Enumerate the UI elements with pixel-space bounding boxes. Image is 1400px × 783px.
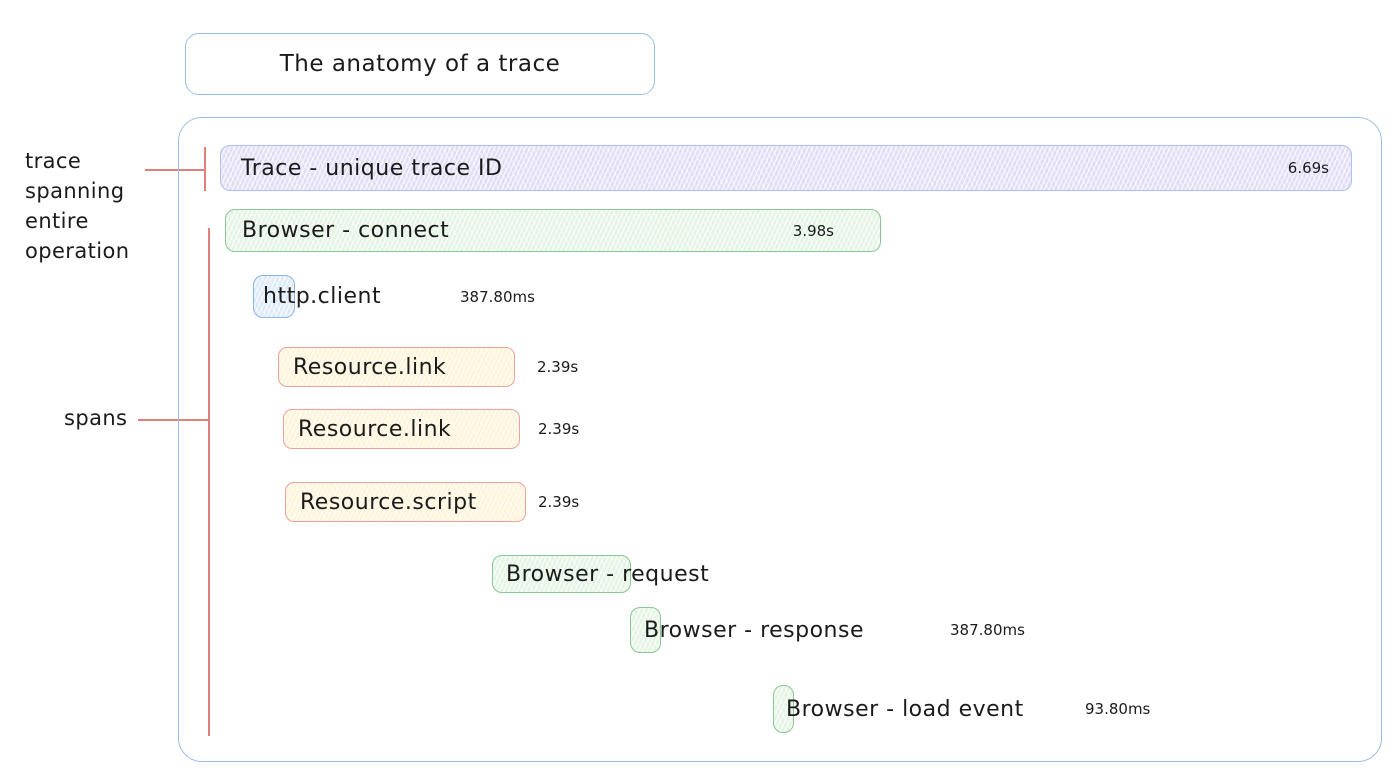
span-duration: 2.39s — [537, 358, 579, 376]
span-duration: 2.39s — [538, 493, 580, 511]
spans-pointer-line — [138, 419, 210, 421]
span-name: Browser - response — [644, 617, 864, 643]
span-duration: 387.80ms — [460, 287, 535, 306]
browser-connect-span-bar: Browser - connect 3.98s — [225, 209, 881, 252]
span-name: Resource.link — [293, 354, 447, 380]
span-name: Resource.script — [300, 489, 477, 515]
http-client-span-bar — [253, 275, 295, 318]
span-name: Trace - unique trace ID — [241, 155, 503, 181]
resource-link-span-bar: Resource.link — [283, 409, 520, 449]
span-duration: 93.80ms — [1085, 700, 1151, 718]
browser-response-span-bar — [630, 607, 661, 653]
span-duration: 387.80ms — [950, 621, 1025, 639]
spans-bracket-line — [208, 228, 210, 736]
span-duration: 3.98s — [792, 221, 834, 240]
span-name: http.client — [263, 284, 382, 309]
trace-outer-container — [178, 117, 1382, 762]
browser-request-span-bar — [492, 555, 631, 593]
span-duration: 2.39s — [538, 420, 580, 438]
span-name: Browser - load event — [786, 696, 1024, 722]
annotation-trace-spanning: trace spanning entire operation — [25, 149, 130, 263]
annotation-spans: spans — [64, 406, 128, 430]
span-name: Resource.link — [298, 416, 452, 442]
trace-pointer-tick — [204, 147, 206, 191]
span-name: Browser - connect — [242, 218, 450, 243]
diagram-title: The anatomy of a trace — [279, 51, 561, 77]
resource-script-span-bar: Resource.script — [285, 482, 526, 522]
title-box: The anatomy of a trace — [185, 33, 655, 95]
span-duration: 6.69s — [1287, 159, 1329, 177]
trace-span-bar: Trace - unique trace ID 6.69s — [220, 145, 1352, 191]
browser-load-event-span-bar — [773, 685, 794, 733]
resource-link-span-bar: Resource.link — [278, 347, 515, 387]
trace-pointer-line — [145, 169, 205, 171]
span-name: Browser - request — [506, 561, 710, 587]
